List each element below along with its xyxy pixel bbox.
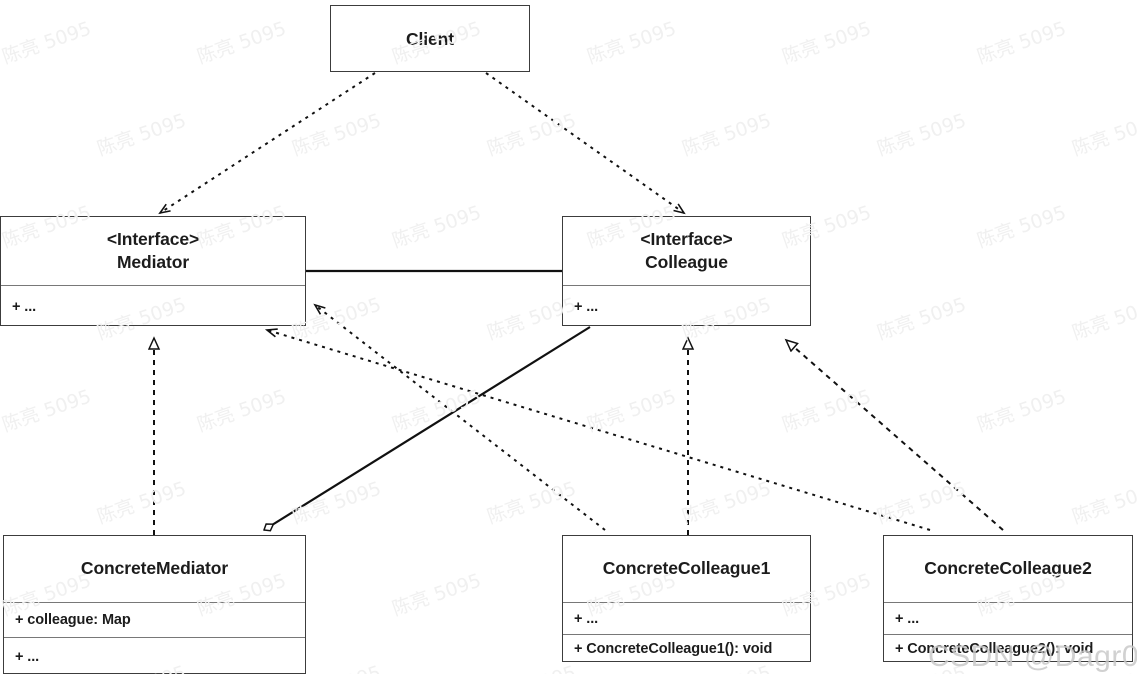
class-client-title-section: Client [331, 6, 529, 73]
watermark-text: 陈亮 5095 [194, 17, 289, 69]
class-concrete-colleague-1-attr-section: + ConcreteColleague1(): void [563, 634, 810, 663]
class-concrete-colleague-2-attr-section: + ConcreteColleague2(): void [884, 634, 1132, 663]
watermark-text: 陈亮 5095 [974, 17, 1069, 69]
watermark-text: 陈亮 5095 [1069, 293, 1137, 345]
watermark-text: 陈亮 5095 [874, 109, 969, 161]
watermark-text: 陈亮 5095 [1069, 477, 1137, 529]
relation-concrete-colleague-1-depends-mediator [313, 303, 606, 531]
class-concrete-colleague-2-title-section: ConcreteColleague2 [884, 536, 1132, 602]
watermark-text: 陈亮 5095 [194, 385, 289, 437]
class-stereotype-label: <Interface> [640, 228, 733, 249]
watermark-text: 陈亮 5095 [779, 385, 874, 437]
watermark-text: 陈亮 5095 [584, 385, 679, 437]
class-box-colleague[interactable]: <Interface> Colleague + ... [562, 216, 811, 326]
watermark-text: 陈亮 5095 [484, 109, 579, 161]
watermark-text: 陈亮 5095 [389, 569, 484, 621]
class-name-label: ConcreteColleague1 [602, 558, 771, 579]
class-concrete-mediator-title-section: ConcreteMediator [4, 536, 305, 602]
watermark-text: 陈亮 5095 [584, 17, 679, 69]
class-colleague-title-section: <Interface> Colleague [563, 217, 810, 285]
watermark-text: 陈亮 5095 [874, 477, 969, 529]
class-mediator-attr-section: + ... [1, 285, 305, 327]
class-member-label: + ... [574, 298, 599, 315]
class-member-label: + ... [15, 648, 40, 665]
watermark-text: 陈亮 5095 [94, 109, 189, 161]
class-member-label: + ... [574, 610, 599, 627]
relation-concrete-colleague-2-realizes-colleague [786, 340, 1004, 531]
relation-concrete-colleague-2-depends-mediator [264, 328, 931, 531]
class-box-mediator[interactable]: <Interface> Mediator + ... [0, 216, 306, 326]
relation-client-to-mediator [158, 72, 376, 215]
watermark-text: 陈亮 5095 [389, 385, 484, 437]
class-name-label: Colleague [645, 252, 728, 272]
watermark-text: 陈亮 5095 [679, 477, 774, 529]
class-name-label: ConcreteColleague2 [924, 558, 1092, 579]
class-box-concrete-colleague-2[interactable]: ConcreteColleague2 + ... + ConcreteColleag… [883, 535, 1133, 662]
class-name-label: ConcreteMediator [80, 558, 229, 579]
watermark-text: 陈亮 5095 [94, 477, 189, 529]
class-colleague-attr-section: + ... [563, 285, 810, 327]
class-box-concrete-colleague-1[interactable]: ConcreteColleague1 + ... + ConcreteColleag… [562, 535, 811, 662]
class-concrete-mediator-attr-section: + ... [4, 637, 305, 674]
class-box-concrete-mediator[interactable]: ConcreteMediator + colleague: Map + ... [3, 535, 306, 674]
class-member-label: + ... [12, 298, 37, 315]
class-concrete-colleague-2-attr-section: + ... [884, 602, 1132, 634]
watermark-text: 陈亮 5095 [484, 477, 579, 529]
class-concrete-colleague-1-title-section: ConcreteColleague1 [563, 536, 810, 602]
class-member-label: + ConcreteColleague1(): void [574, 641, 773, 657]
watermark-text: 陈亮 5095 [974, 201, 1069, 253]
class-box-client[interactable]: Client [330, 5, 530, 72]
class-concrete-mediator-attr-section: + colleague: Map [4, 602, 305, 637]
relation-concrete-mediator-aggregates-colleague [264, 326, 591, 530]
class-concrete-colleague-1-attr-section: + ... [563, 602, 810, 634]
class-mediator-title-section: <Interface> Mediator [1, 217, 305, 285]
watermark-text: 陈亮 5095 [289, 477, 384, 529]
watermark-text: 陈亮 5095 [779, 17, 874, 69]
class-stereotype-label: <Interface> [106, 228, 200, 249]
class-name-label: Client [405, 28, 454, 49]
watermark-text: 陈亮 5095 [679, 109, 774, 161]
relation-client-to-colleague [485, 72, 686, 215]
class-member-label: + colleague: Map [15, 612, 131, 628]
watermark-text: 陈亮 5095 [1069, 109, 1137, 161]
watermark-text: 陈亮 5095 [0, 17, 94, 69]
class-member-label: + ... [895, 610, 920, 627]
class-member-label: + ConcreteColleague2(): void [895, 641, 1094, 657]
watermark-text: 陈亮 5095 [874, 293, 969, 345]
watermark-text: 陈亮 5095 [974, 385, 1069, 437]
class-name-label: Mediator [116, 252, 190, 272]
watermark-text: 陈亮 5095 [0, 385, 94, 437]
watermark-text: 陈亮 5095 [389, 201, 484, 253]
watermark-text: 陈亮 5095 [289, 109, 384, 161]
